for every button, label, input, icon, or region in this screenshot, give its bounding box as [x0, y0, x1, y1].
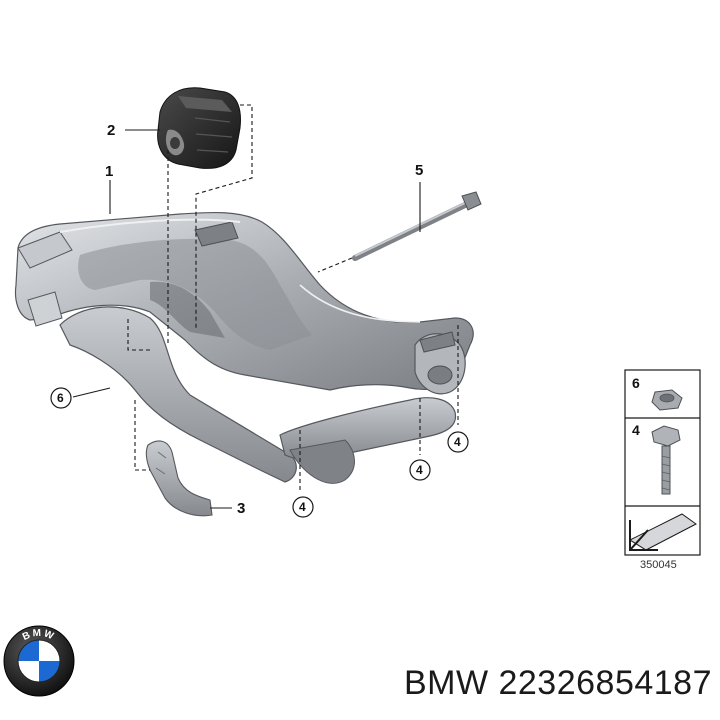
bmw-logo: BMW	[3, 625, 75, 697]
callout-3: 3	[237, 500, 245, 517]
svg-text:BMW: BMW	[21, 628, 57, 643]
callout-4-circle-b: 4	[409, 459, 431, 481]
bolt-icon	[651, 425, 681, 495]
callout-6-circle: 6	[50, 387, 72, 409]
callout-5: 5	[415, 162, 423, 179]
heat-shield	[145, 440, 213, 517]
callout-1: 1	[105, 163, 113, 180]
svg-text:4: 4	[299, 500, 306, 514]
legend-label-bolt: 4	[632, 422, 640, 438]
legend-label-nut: 6	[632, 375, 640, 391]
svg-text:6: 6	[57, 391, 64, 405]
nut-icon	[651, 389, 683, 411]
diagram-code: 350045	[640, 559, 677, 571]
callout-4-circle-c: 4	[292, 496, 314, 518]
svg-text:4: 4	[416, 463, 423, 477]
callout-4-circle-a: 4	[447, 431, 469, 453]
leader-lines	[127, 104, 459, 490]
svg-text:4: 4	[454, 435, 461, 449]
subframe	[14, 211, 474, 484]
arrow-icon	[628, 513, 697, 551]
part-number-caption: BMW 22326854187	[403, 664, 712, 702]
hardware-legend: 6 4 350045	[624, 369, 701, 571]
rubber-mount	[157, 87, 241, 169]
callout-2: 2	[107, 122, 115, 139]
callout-labels: 1 2 3 5 6 4 4 4	[50, 122, 469, 518]
callout-leaders	[72, 129, 421, 509]
long-bolt	[352, 191, 482, 261]
